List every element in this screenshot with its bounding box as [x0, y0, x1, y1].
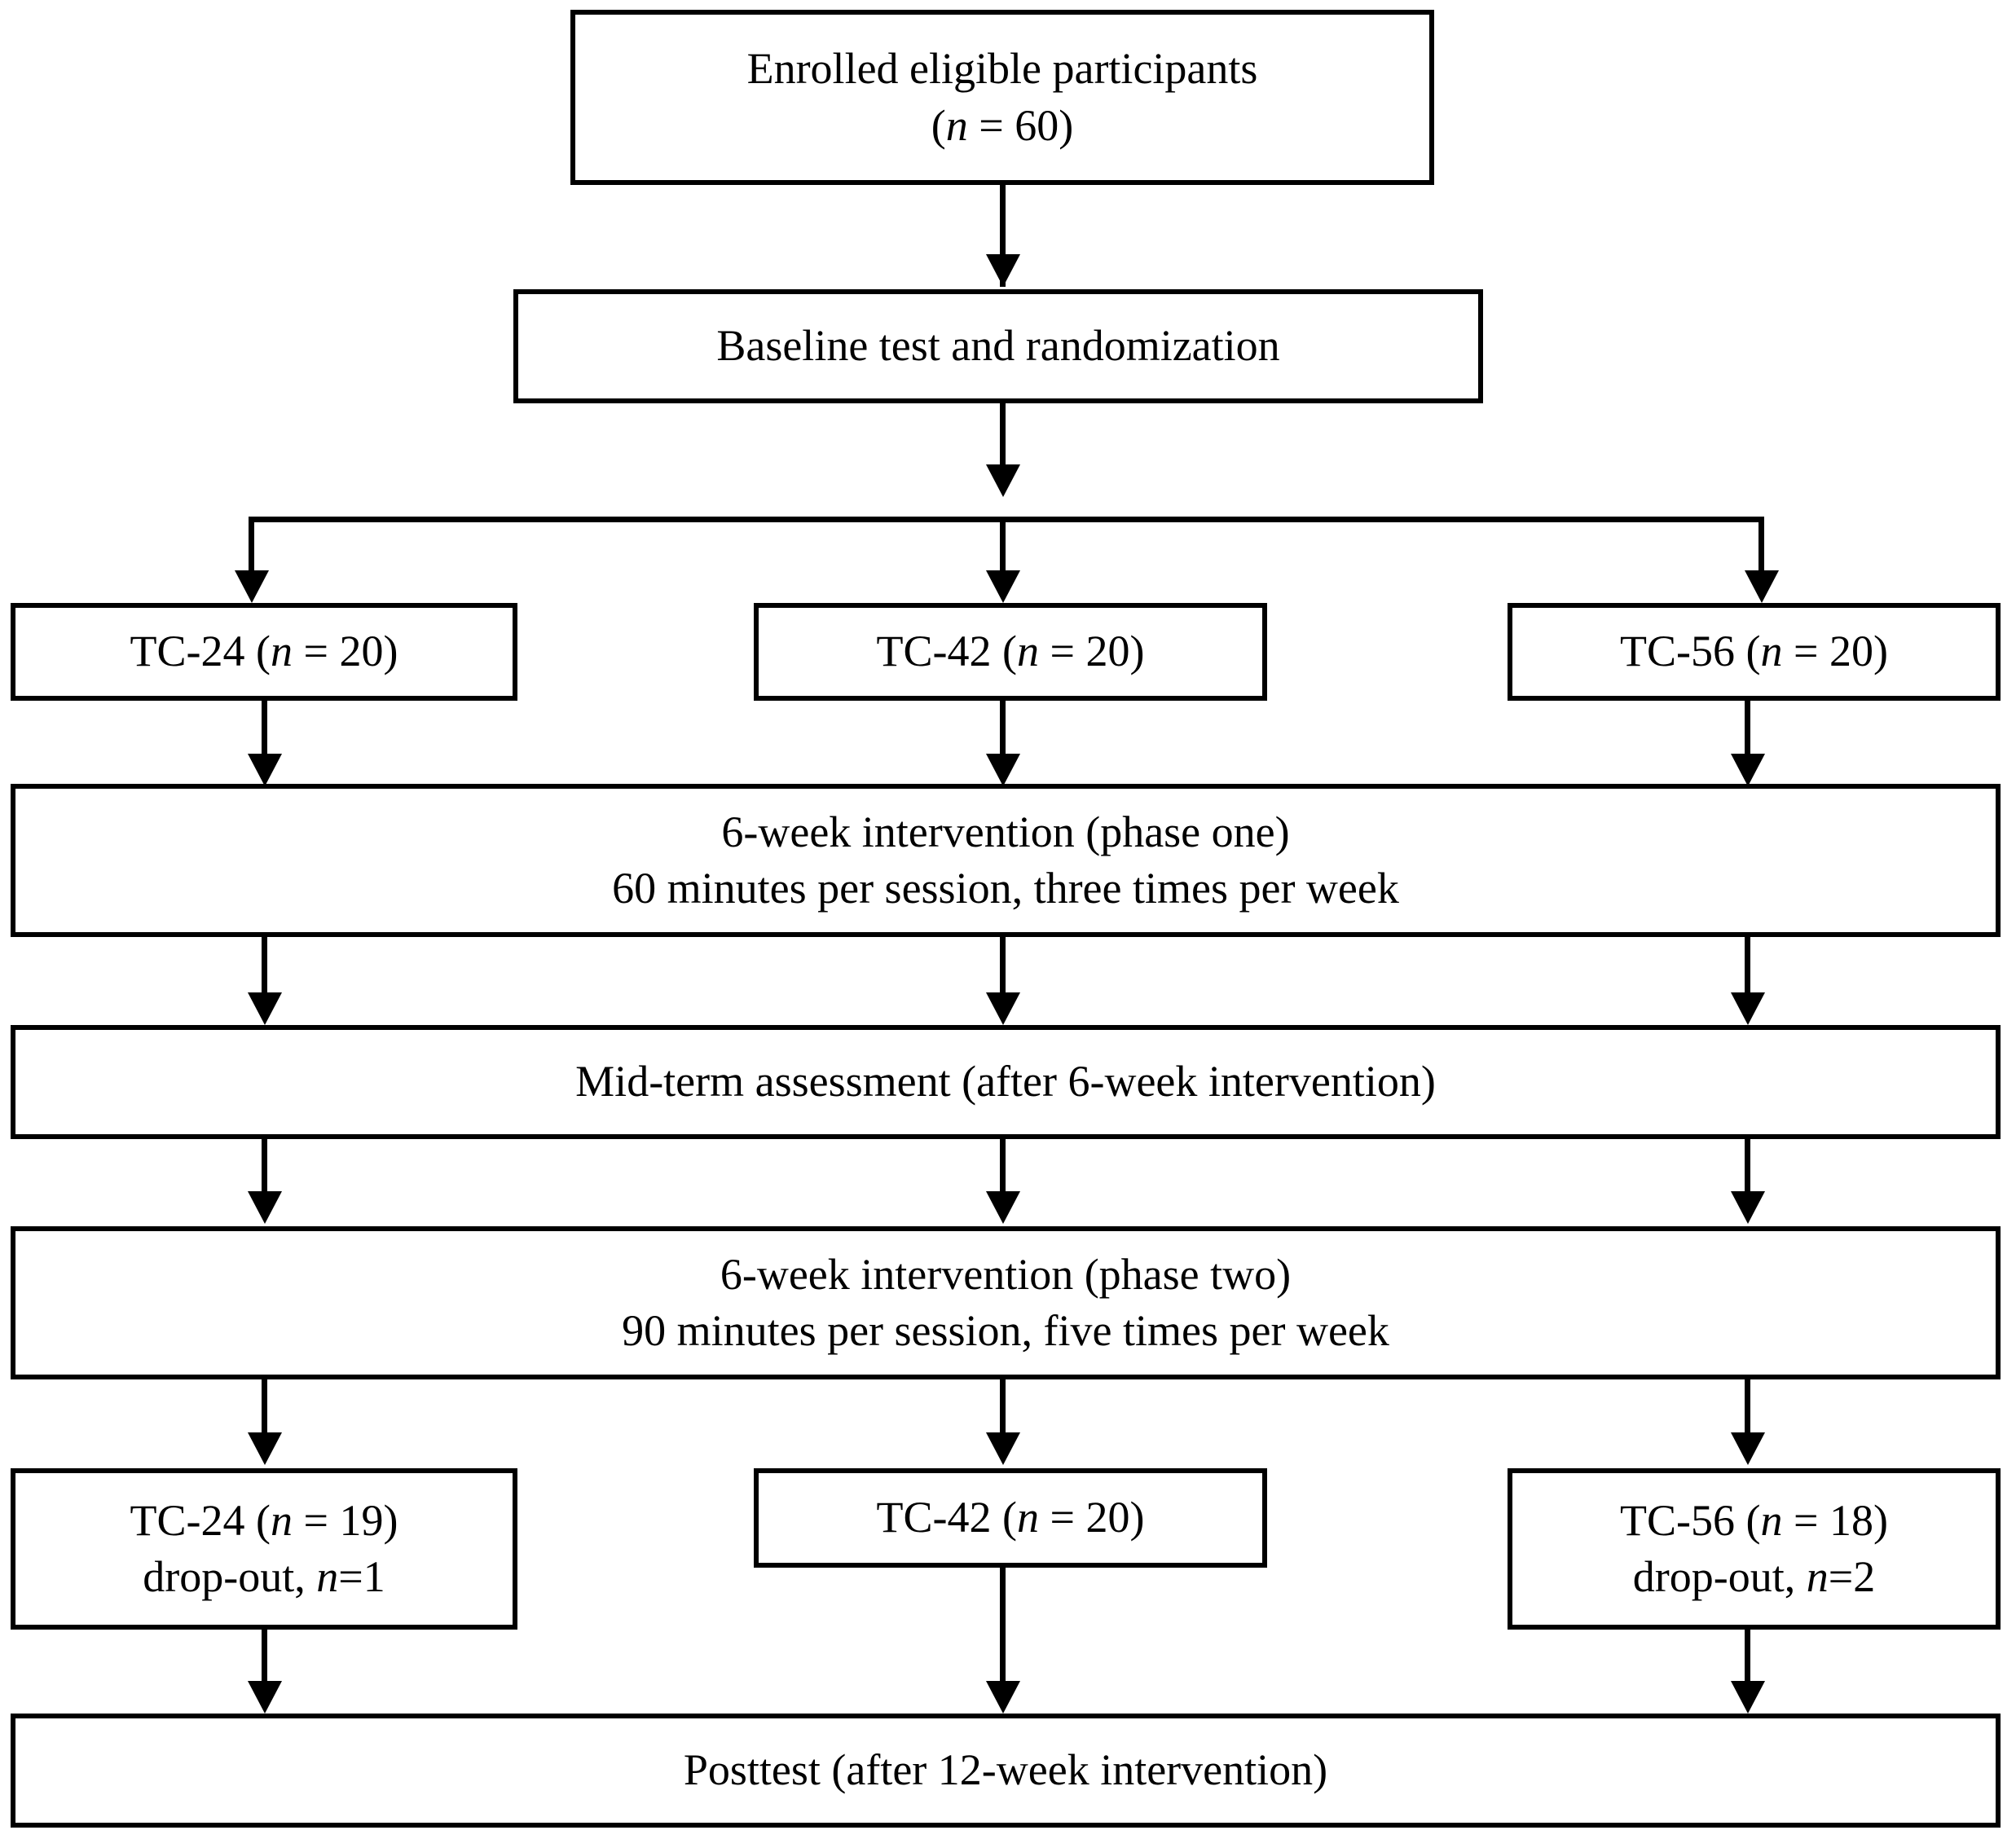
arrowhead-phase-one-to-midterm-right: [1731, 992, 1765, 1025]
connector-tc24-to-posttest: [262, 1630, 267, 1703]
arrowhead-tc56-to-posttest: [1731, 1681, 1765, 1714]
tc42-allocation-box: TC-42 (n = 20): [754, 603, 1267, 701]
branch-drop-middle: [1000, 517, 1006, 594]
connector-enrolled-to-baseline: [1000, 185, 1006, 287]
arrowhead-enrolled-to-baseline: [986, 254, 1020, 287]
intervention-phase-one-box: 6-week intervention (phase one) 60 minut…: [11, 784, 2001, 937]
phase-one-line-2: 60 minutes per session, three times per …: [612, 864, 1399, 913]
connector-baseline-to-branch: [1000, 403, 1006, 485]
connector-phase-one-to-midterm-middle: [1000, 937, 1006, 1014]
enrolled-participants-line-1: Enrolled eligible participants: [746, 44, 1258, 94]
italic-n: n: [271, 1495, 293, 1545]
italic-n: n: [945, 100, 968, 150]
arrowhead-phase-one-to-midterm-middle: [986, 992, 1020, 1025]
arrowhead-midterm-to-phase-two-left: [248, 1191, 282, 1224]
connector-phase-one-to-midterm-left: [262, 937, 267, 1014]
arrowhead-baseline-to-branch: [986, 464, 1020, 497]
intervention-phase-two-box: 6-week intervention (phase two) 90 minut…: [11, 1226, 2001, 1379]
connector-phase-one-to-midterm-right: [1745, 937, 1750, 1014]
italic-n: n: [1017, 627, 1040, 676]
tc24-allocation-box: TC-24 (n = 20): [11, 603, 517, 701]
phase-two-line-1: 6-week intervention (phase two): [720, 1249, 1292, 1299]
connector-phase-two-to-tc24: [262, 1379, 267, 1457]
tc42-retention-box: TC-42 (n = 20): [754, 1468, 1267, 1568]
enrolled-participants-box: Enrolled eligible participants (n = 60): [570, 10, 1434, 185]
tc42-allocation-label: TC-42 (n = 20): [876, 627, 1145, 676]
baseline-randomization-box: Baseline test and randomization: [513, 289, 1483, 403]
tc56-allocation-box: TC-56 (n = 20): [1508, 603, 2001, 701]
tc42-retention-label: TC-42 (n = 20): [876, 1493, 1145, 1542]
italic-n: n: [316, 1552, 339, 1601]
italic-n: n: [1806, 1552, 1829, 1601]
arrowhead-branch-left: [235, 570, 269, 603]
arrowhead-branch-right: [1745, 570, 1779, 603]
connector-tc24-to-phase-one: [262, 701, 267, 774]
arrowhead-branch-middle: [986, 570, 1020, 603]
phase-one-line-1: 6-week intervention (phase one): [721, 807, 1290, 856]
tc56-allocation-label: TC-56 (n = 20): [1620, 627, 1888, 676]
branch-drop-left: [249, 517, 254, 594]
italic-n: n: [1017, 1493, 1040, 1542]
arrowhead-tc56-to-phase-one: [1731, 754, 1765, 786]
branch-drop-right: [1758, 517, 1764, 594]
enrolled-participants-line-2: (n = 60): [931, 100, 1074, 150]
arrowhead-phase-two-to-tc56: [1731, 1432, 1765, 1465]
tc24-retention-line-2: drop-out, n=1: [143, 1552, 385, 1601]
arrowhead-phase-two-to-tc24: [248, 1432, 282, 1465]
connector-phase-two-to-tc56: [1745, 1379, 1750, 1457]
branch-bus-horizontal: [249, 517, 1764, 522]
tc24-retention-line-1: TC-24 (n = 19): [130, 1495, 398, 1545]
posttest-box: Posttest (after 12-week intervention): [11, 1714, 2001, 1828]
arrowhead-tc42-to-phase-one: [986, 754, 1020, 786]
baseline-randomization-label: Baseline test and randomization: [716, 321, 1280, 371]
connector-tc56-to-posttest: [1745, 1630, 1750, 1703]
arrowhead-tc42-to-posttest: [986, 1681, 1020, 1714]
tc56-retention-box: TC-56 (n = 18) drop-out, n=2: [1508, 1468, 2001, 1630]
connector-tc56-to-phase-one: [1745, 701, 1750, 774]
italic-n: n: [1760, 627, 1783, 676]
italic-n: n: [271, 627, 293, 676]
connector-phase-two-to-tc42: [1000, 1379, 1006, 1457]
arrowhead-phase-one-to-midterm-left: [248, 992, 282, 1025]
tc56-retention-line-2: drop-out, n=2: [1632, 1552, 1876, 1601]
phase-two-line-2: 90 minutes per session, five times per w…: [622, 1306, 1389, 1355]
arrowhead-midterm-to-phase-two-right: [1731, 1191, 1765, 1224]
midterm-assessment-box: Mid-term assessment (after 6-week interv…: [11, 1025, 2001, 1139]
midterm-assessment-label: Mid-term assessment (after 6-week interv…: [575, 1057, 1436, 1106]
arrowhead-tc24-to-phase-one: [248, 754, 282, 786]
tc56-retention-line-1: TC-56 (n = 18): [1620, 1495, 1888, 1545]
connector-tc42-to-phase-one: [1000, 701, 1006, 774]
arrowhead-phase-two-to-tc42: [986, 1432, 1020, 1465]
arrowhead-tc24-to-posttest: [248, 1681, 282, 1714]
connector-midterm-to-phase-two-middle: [1000, 1139, 1006, 1216]
connector-tc42-to-posttest: [1000, 1568, 1006, 1703]
connector-midterm-to-phase-two-left: [262, 1139, 267, 1216]
arrowhead-midterm-to-phase-two-middle: [986, 1191, 1020, 1224]
tc24-allocation-label: TC-24 (n = 20): [130, 627, 398, 676]
tc24-retention-box: TC-24 (n = 19) drop-out, n=1: [11, 1468, 517, 1630]
posttest-label: Posttest (after 12-week intervention): [683, 1745, 1328, 1795]
italic-n: n: [1760, 1495, 1783, 1545]
connector-midterm-to-phase-two-right: [1745, 1139, 1750, 1216]
